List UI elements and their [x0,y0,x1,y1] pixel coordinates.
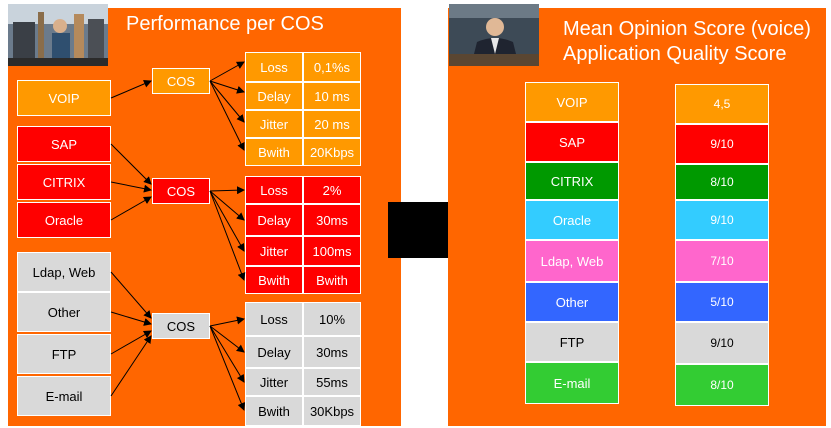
metric-orange-jitter-name: Jitter [245,110,303,138]
app-citrix: CITRIX [17,164,111,200]
metric-orange-delay-value: 10 ms [303,82,361,110]
metric-orange-loss-name: Loss [245,52,303,82]
score-value-email: 8/10 [675,364,769,406]
app-sap: SAP [17,126,111,162]
score-value-citrix: 8/10 [675,164,769,200]
metric-gray-bwith-name: Bwith [245,396,303,426]
app-other: Other [17,292,111,332]
metric-gray-delay-name: Delay [245,336,303,368]
score-app-email: E-mail [525,362,619,404]
operator-photo [8,4,108,66]
score-app-sap: SAP [525,122,619,162]
metric-red-loss-value: 2% [303,176,361,204]
metric-gray-bwith-value: 30Kbps [303,396,361,426]
left-title: Performance per COS [126,13,324,35]
metric-gray-loss-value: 10% [303,302,361,336]
app-ldap-web: Ldap, Web [17,252,111,292]
app-email: E-mail [17,376,111,416]
cos-box-orange: COS [152,68,210,94]
score-app-citrix: CITRIX [525,162,619,200]
metric-red-jitter-name: Jitter [245,236,303,266]
score-value-voip: 4,5 [675,84,769,124]
metric-red-bwith-name: Bwith [245,266,303,294]
score-app-oracle: Oracle [525,200,619,240]
cos-box-red: COS [152,178,210,204]
metric-orange-loss-value: 0,1%s [303,52,361,82]
presenter-photo [449,4,539,66]
score-value-other: 5/10 [675,282,769,322]
metric-gray-loss-name: Loss [245,302,303,336]
metric-orange-bwith-value: 20Kbps [303,138,361,166]
metric-orange-jitter-value: 20 ms [303,110,361,138]
right-panel [448,8,826,426]
app-voip: VOIP [17,80,111,116]
metric-red-delay-name: Delay [245,204,303,236]
score-app-other: Other [525,282,619,322]
metric-orange-delay-name: Delay [245,82,303,110]
score-value-ftp: 9/10 [675,322,769,364]
metric-red-delay-value: 30ms [303,204,361,236]
score-value-sap: 9/10 [675,124,769,164]
metric-red-loss-name: Loss [245,176,303,204]
metric-gray-jitter-value: 55ms [303,368,361,396]
score-app-voip: VOIP [525,82,619,122]
score-app-ftp: FTP [525,322,619,362]
metric-gray-jitter-name: Jitter [245,368,303,396]
score-app-ldap-web: Ldap, Web [525,240,619,282]
app-ftp: FTP [17,334,111,374]
metric-red-bwith-value: Bwith [303,266,361,294]
right-title-line2: Application Quality Score [563,43,787,65]
metric-orange-bwith-name: Bwith [245,138,303,166]
cos-box-gray: COS [152,313,210,339]
score-value-oracle: 9/10 [675,200,769,240]
metric-gray-delay-value: 30ms [303,336,361,368]
metric-red-jitter-value: 100ms [303,236,361,266]
right-title-line1: Mean Opinion Score (voice) [563,18,811,40]
score-value-ldap-web: 7/10 [675,240,769,282]
app-oracle: Oracle [17,202,111,238]
